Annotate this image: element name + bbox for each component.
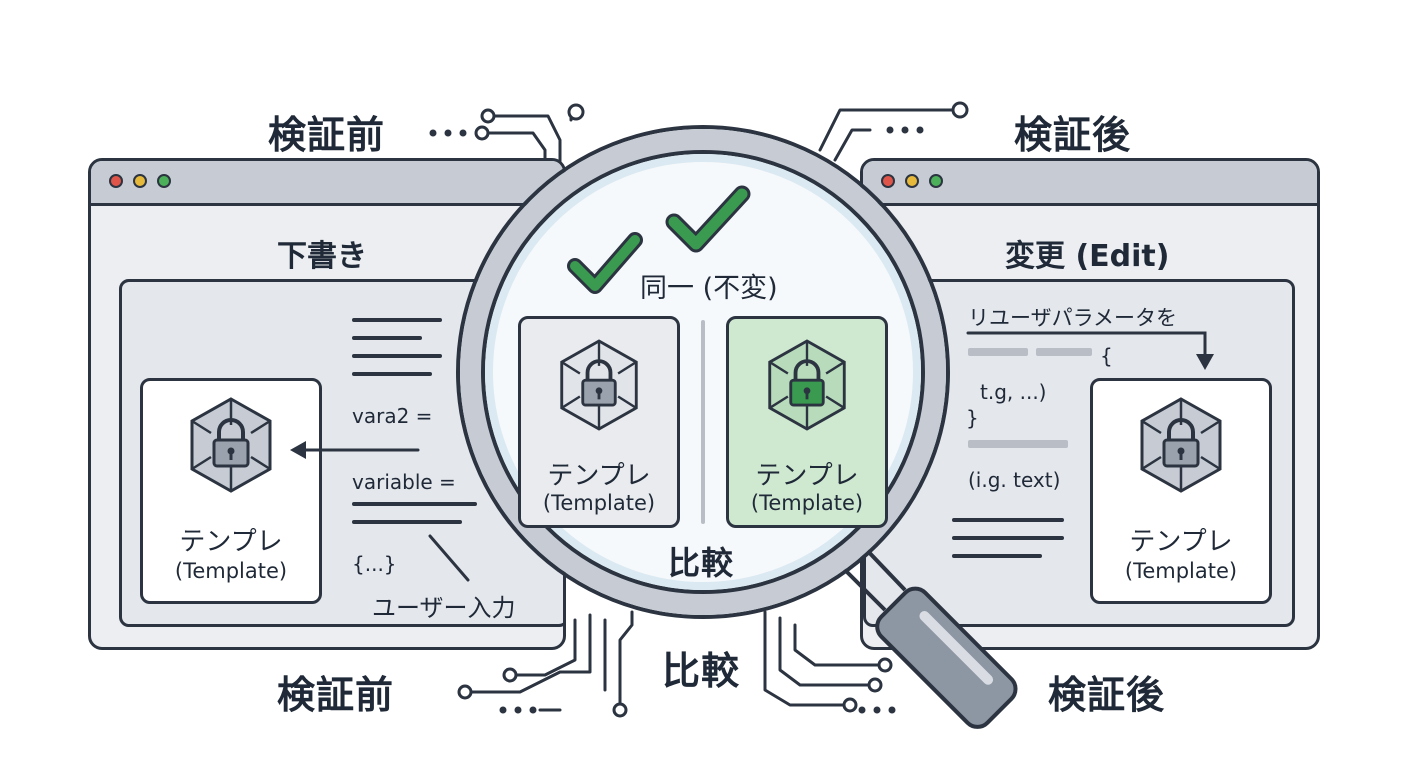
code-line xyxy=(352,318,442,322)
label-before-top: 検証前 xyxy=(268,113,386,157)
code-text-tg: t.g, ...) xyxy=(980,380,1047,404)
card-title: テンプレ xyxy=(547,461,651,491)
code-line xyxy=(952,518,1064,522)
label-before-bottom: 検証前 xyxy=(277,673,395,717)
code-line xyxy=(352,336,422,340)
window-minimize-dot[interactable] xyxy=(133,174,147,188)
reuse-params-note: リユーザパラメータを xyxy=(968,306,1177,330)
window-maximize-dot[interactable] xyxy=(157,174,171,188)
code-text-ig: (i.g. text) xyxy=(968,468,1061,492)
compare-template-before: テンプレ (Template) xyxy=(518,316,680,528)
window-minimize-dot[interactable] xyxy=(905,174,919,188)
lock-hexagon-icon xyxy=(190,397,272,493)
code-text-brace-open: { xyxy=(1100,344,1113,368)
card-subtitle: (Template) xyxy=(750,491,864,515)
card-title: テンプレ xyxy=(1129,527,1233,557)
card-title: テンプレ xyxy=(755,461,859,491)
card-title: テンプレ xyxy=(179,527,283,557)
code-line xyxy=(352,354,442,358)
draft-template-card: テンプレ (Template) xyxy=(140,378,322,604)
window-close-dot[interactable] xyxy=(109,174,123,188)
window-titlebar xyxy=(91,161,563,206)
edit-window-title: 変更 (Edit) xyxy=(1005,239,1170,274)
code-line xyxy=(352,502,477,506)
user-input-label: ユーザー入力 xyxy=(372,594,516,622)
card-subtitle: (Template) xyxy=(542,491,656,515)
label-after-bottom: 検証後 xyxy=(1048,673,1166,717)
card-subtitle: (Template) xyxy=(174,559,288,583)
code-text-braces: {...} xyxy=(352,552,397,576)
code-line xyxy=(952,554,1042,558)
lock-hexagon-icon xyxy=(768,339,846,431)
code-text-brace-close: } xyxy=(966,406,979,430)
checkmark-icon xyxy=(567,232,643,294)
window-close-dot[interactable] xyxy=(881,174,895,188)
label-after-top: 検証後 xyxy=(1014,113,1132,157)
checkmark-icon xyxy=(665,185,751,253)
code-line xyxy=(352,372,432,376)
code-line xyxy=(968,348,1028,356)
window-titlebar xyxy=(863,161,1317,206)
draft-window-title: 下書き xyxy=(277,239,367,274)
lock-hexagon-icon xyxy=(560,339,638,431)
card-subtitle: (Template) xyxy=(1124,559,1238,583)
code-text-vara2: vara2 = xyxy=(352,404,433,428)
edit-template-card: テンプレ (Template) xyxy=(1090,378,1272,604)
code-line xyxy=(1036,348,1092,356)
label-compare-bottom: 比較 xyxy=(662,649,741,693)
lock-hexagon-icon xyxy=(1140,397,1222,493)
window-maximize-dot[interactable] xyxy=(929,174,943,188)
code-line xyxy=(952,536,1064,540)
code-line xyxy=(352,520,462,524)
identical-header: 同一 (不変) xyxy=(640,273,778,304)
code-text-variable: variable = xyxy=(352,470,456,494)
compare-template-after: テンプレ (Template) xyxy=(726,316,888,528)
compare-footer: 比較 xyxy=(668,544,735,582)
code-line xyxy=(968,440,1068,448)
